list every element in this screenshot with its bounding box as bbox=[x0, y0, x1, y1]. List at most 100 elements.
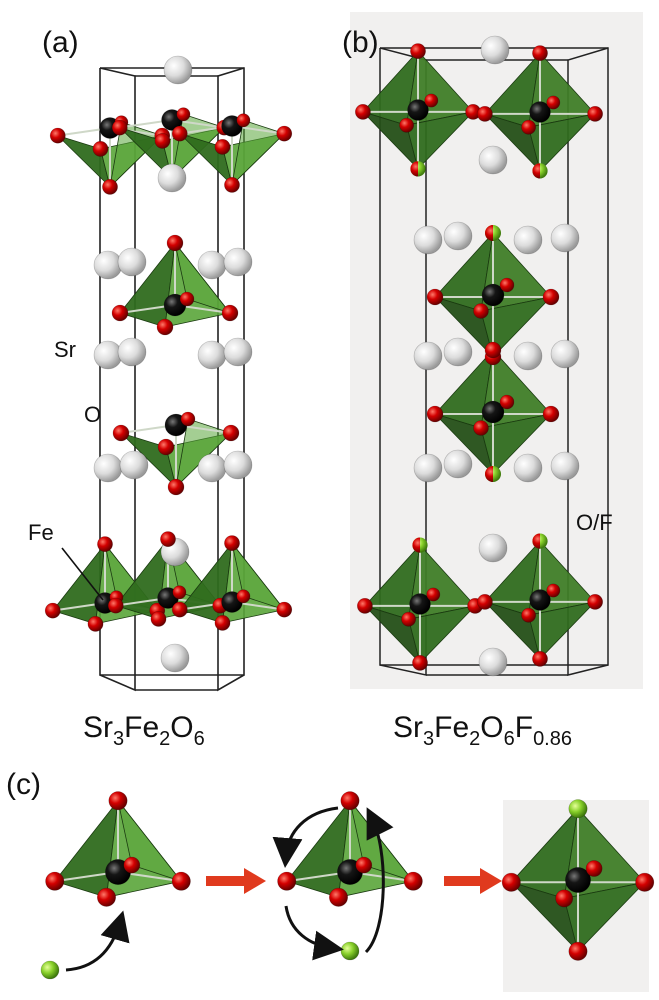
oxygen-atom bbox=[484, 341, 502, 359]
o-label: O bbox=[84, 402, 101, 427]
strontium-atom bbox=[117, 247, 147, 277]
octahedron-face bbox=[563, 881, 646, 952]
strontium-atom bbox=[513, 225, 543, 255]
strontium-atom bbox=[223, 450, 253, 480]
oxygen-fluorine-atom bbox=[485, 466, 501, 482]
strontium-atom bbox=[443, 221, 473, 251]
oxygen-atom bbox=[328, 887, 348, 907]
strontium-atom bbox=[478, 533, 508, 563]
strontium-atom bbox=[443, 337, 473, 367]
oxygen-atom bbox=[501, 872, 521, 892]
oxygen-atom bbox=[167, 478, 185, 496]
oxygen-atom bbox=[97, 887, 117, 907]
of-label: O/F bbox=[576, 510, 613, 535]
oxygen-atom bbox=[171, 601, 188, 618]
oxygen-atom bbox=[355, 856, 373, 874]
oxygen-atom bbox=[410, 43, 426, 59]
strontium-atom bbox=[93, 340, 123, 370]
panel-a-tag: (a) bbox=[42, 26, 79, 59]
strontium-atom bbox=[160, 643, 190, 673]
oxygen-atom bbox=[160, 531, 176, 547]
oxygen-atom bbox=[123, 856, 141, 874]
octahedron-face bbox=[480, 296, 552, 358]
oxygen-atom bbox=[102, 178, 118, 195]
strontium-atom bbox=[93, 250, 123, 280]
oxygen-fluorine-atom bbox=[412, 537, 428, 553]
fluorine-atom bbox=[568, 799, 588, 819]
formula-b: Sr3Fe2O6F0.86 bbox=[393, 711, 572, 750]
fe-leader-line bbox=[61, 547, 104, 601]
strontium-atom bbox=[157, 163, 187, 193]
oxygen-atom bbox=[180, 411, 196, 427]
strontium-atom bbox=[197, 250, 227, 280]
iron-atom bbox=[481, 283, 505, 307]
oxygen-atom bbox=[214, 615, 231, 631]
oxygen-atom bbox=[222, 424, 240, 442]
strontium-atom bbox=[197, 340, 227, 370]
fluorine-atom bbox=[40, 960, 60, 980]
oxygen-atom bbox=[546, 95, 561, 110]
iron-atom bbox=[529, 589, 551, 611]
oxygen-atom bbox=[107, 597, 124, 614]
oxygen-atom bbox=[111, 304, 129, 322]
oxygen-atom bbox=[111, 119, 128, 136]
strontium-atom bbox=[223, 247, 253, 277]
octahedron-face bbox=[528, 113, 596, 172]
oxygen-atom bbox=[150, 611, 167, 627]
oxygen-atom bbox=[426, 587, 441, 602]
strontium-atom bbox=[480, 35, 510, 65]
oxygen-atom bbox=[568, 941, 588, 961]
oxygen-atom bbox=[542, 405, 560, 423]
reaction-arrow-1 bbox=[206, 868, 266, 894]
oxygen-atom bbox=[166, 234, 184, 252]
octahedron-face bbox=[406, 111, 474, 170]
formula-a: Sr3Fe2O6 bbox=[83, 711, 205, 750]
oxygen-atom bbox=[172, 585, 187, 600]
strontium-atom bbox=[117, 337, 147, 367]
oxygen-atom bbox=[403, 871, 423, 891]
oxygen-atom bbox=[276, 601, 293, 618]
oxygen-atom bbox=[157, 438, 175, 456]
migration-arrows bbox=[65, 806, 394, 972]
iron-atom bbox=[407, 99, 429, 121]
oxygen-atom bbox=[49, 127, 66, 144]
iron-atom bbox=[529, 101, 551, 123]
oxygen-atom bbox=[499, 277, 515, 293]
oxygen-atom bbox=[412, 655, 428, 671]
oxygen-atom bbox=[587, 594, 603, 610]
oxygen-atom bbox=[426, 405, 444, 423]
oxygen-atom bbox=[277, 871, 297, 891]
oxygen-atom bbox=[224, 535, 240, 551]
oxygen-atom bbox=[112, 424, 130, 442]
strontium-atom bbox=[478, 647, 508, 677]
octahedron-face bbox=[528, 601, 596, 660]
oxygen-atom bbox=[521, 607, 537, 623]
iron-atom bbox=[409, 593, 431, 615]
strontium-atom bbox=[413, 453, 443, 483]
oxygen-atom bbox=[555, 889, 574, 908]
fe-label: Fe bbox=[28, 520, 54, 545]
oxygen-atom bbox=[44, 602, 61, 619]
oxygen-fluorine-atom bbox=[532, 533, 548, 549]
oxygen-atom bbox=[473, 420, 489, 436]
oxygen-atom bbox=[224, 176, 240, 193]
oxygen-atom bbox=[214, 138, 231, 155]
iron-atom bbox=[565, 867, 591, 893]
strontium-atom bbox=[197, 453, 227, 483]
oxygen-atom bbox=[521, 119, 537, 135]
oxygen-atom bbox=[532, 651, 548, 667]
oxygen-atom bbox=[585, 860, 603, 877]
oxygen-atom bbox=[356, 598, 373, 614]
reaction-arrow-2 bbox=[444, 868, 502, 894]
panel-b-tag: (b) bbox=[342, 26, 379, 59]
oxygen-atom bbox=[156, 318, 174, 336]
migration-arrow-upper-left bbox=[272, 806, 339, 868]
octahedron-face bbox=[480, 413, 552, 475]
migration-arrow-lower-left bbox=[284, 905, 344, 961]
oxygen-atom bbox=[401, 611, 417, 627]
strontium-atom bbox=[443, 449, 473, 479]
oxygen-atom bbox=[426, 288, 444, 306]
oxygen-atom bbox=[354, 104, 371, 120]
